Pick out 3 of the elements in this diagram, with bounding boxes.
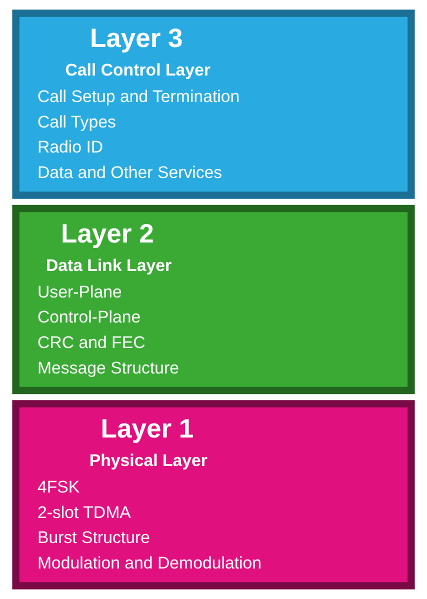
- node-box: Layer 3 Call Control Layer Call Setup and Termination Call Types Radio ID Data and Other Services: [12, 10, 415, 199]
- node-box: Layer 1 Physical Layer 4FSK 2-slot TDMA Burst Structure Modulation and Demodulation: [12, 400, 415, 590]
- node-box: Layer 2 Data Link Layer User-Plane Control-Plane CRC and FEC Message Structure: [12, 204, 415, 394]
